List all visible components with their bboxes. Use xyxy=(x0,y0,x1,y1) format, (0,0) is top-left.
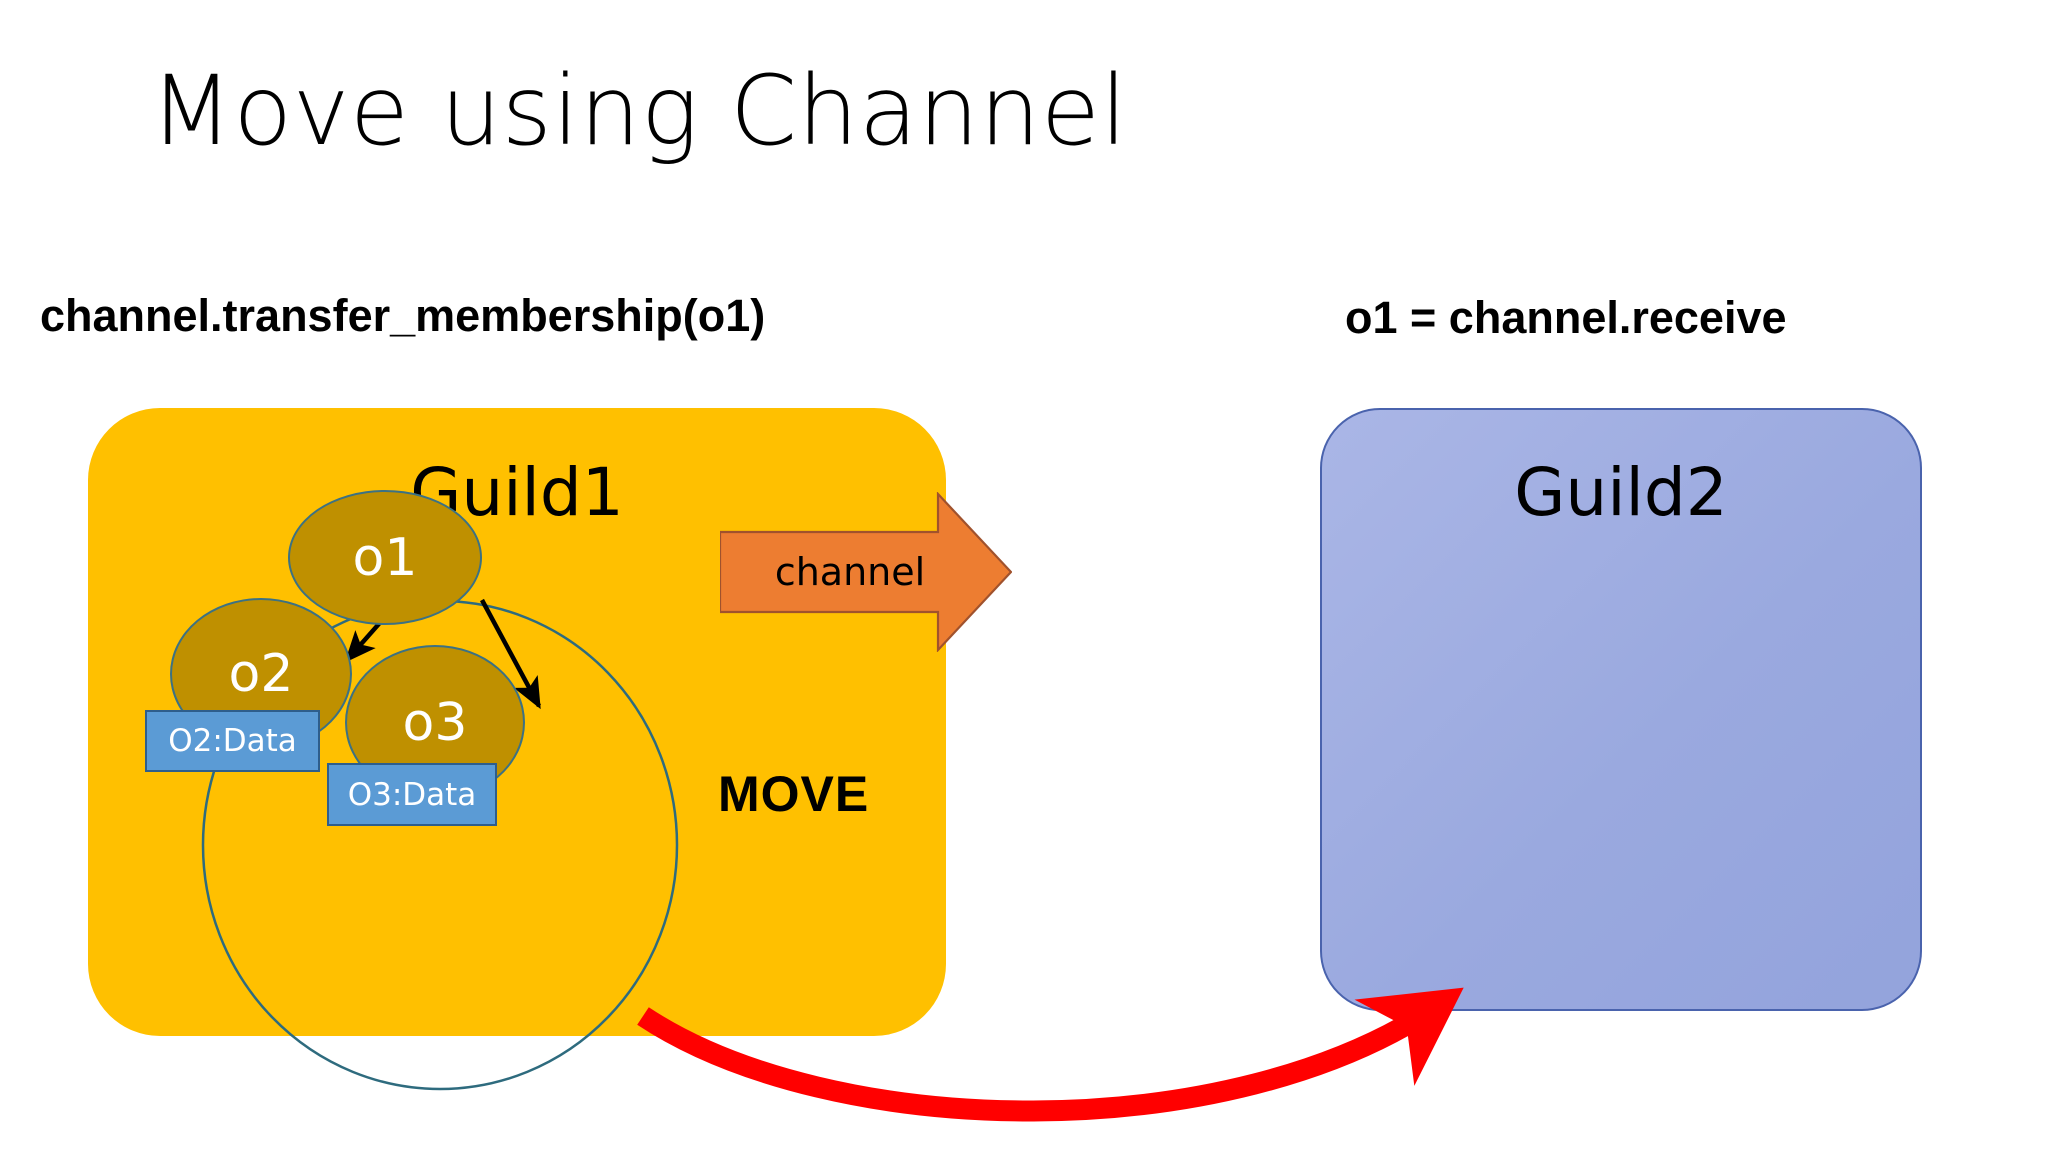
object-node-o2-label: o2 xyxy=(228,644,294,704)
object-node-o1[interactable]: o1 xyxy=(288,490,482,625)
channel-arrow-icon[interactable] xyxy=(720,492,1012,652)
data-box-o3-label: O3:Data xyxy=(347,776,477,813)
guild2-label: Guild2 xyxy=(1514,454,1728,531)
data-box-o2[interactable]: O2:Data xyxy=(145,710,320,772)
move-label: MOVE xyxy=(718,766,870,822)
data-box-o2-label: O2:Data xyxy=(168,723,297,759)
data-box-o3[interactable]: O3:Data xyxy=(327,763,497,826)
object-node-o1-label: o1 xyxy=(352,527,418,588)
object-node-o3-label: o3 xyxy=(402,692,468,753)
page-title: Move using Channel xyxy=(150,55,1128,167)
guild2-container: Guild2 xyxy=(1320,408,1922,1011)
channel-arrow-label: channel xyxy=(774,550,926,594)
caption-transfer-membership: channel.transfer_membership(o1) xyxy=(40,290,766,341)
caption-channel-receive: o1 = channel.receive xyxy=(1345,292,1787,343)
